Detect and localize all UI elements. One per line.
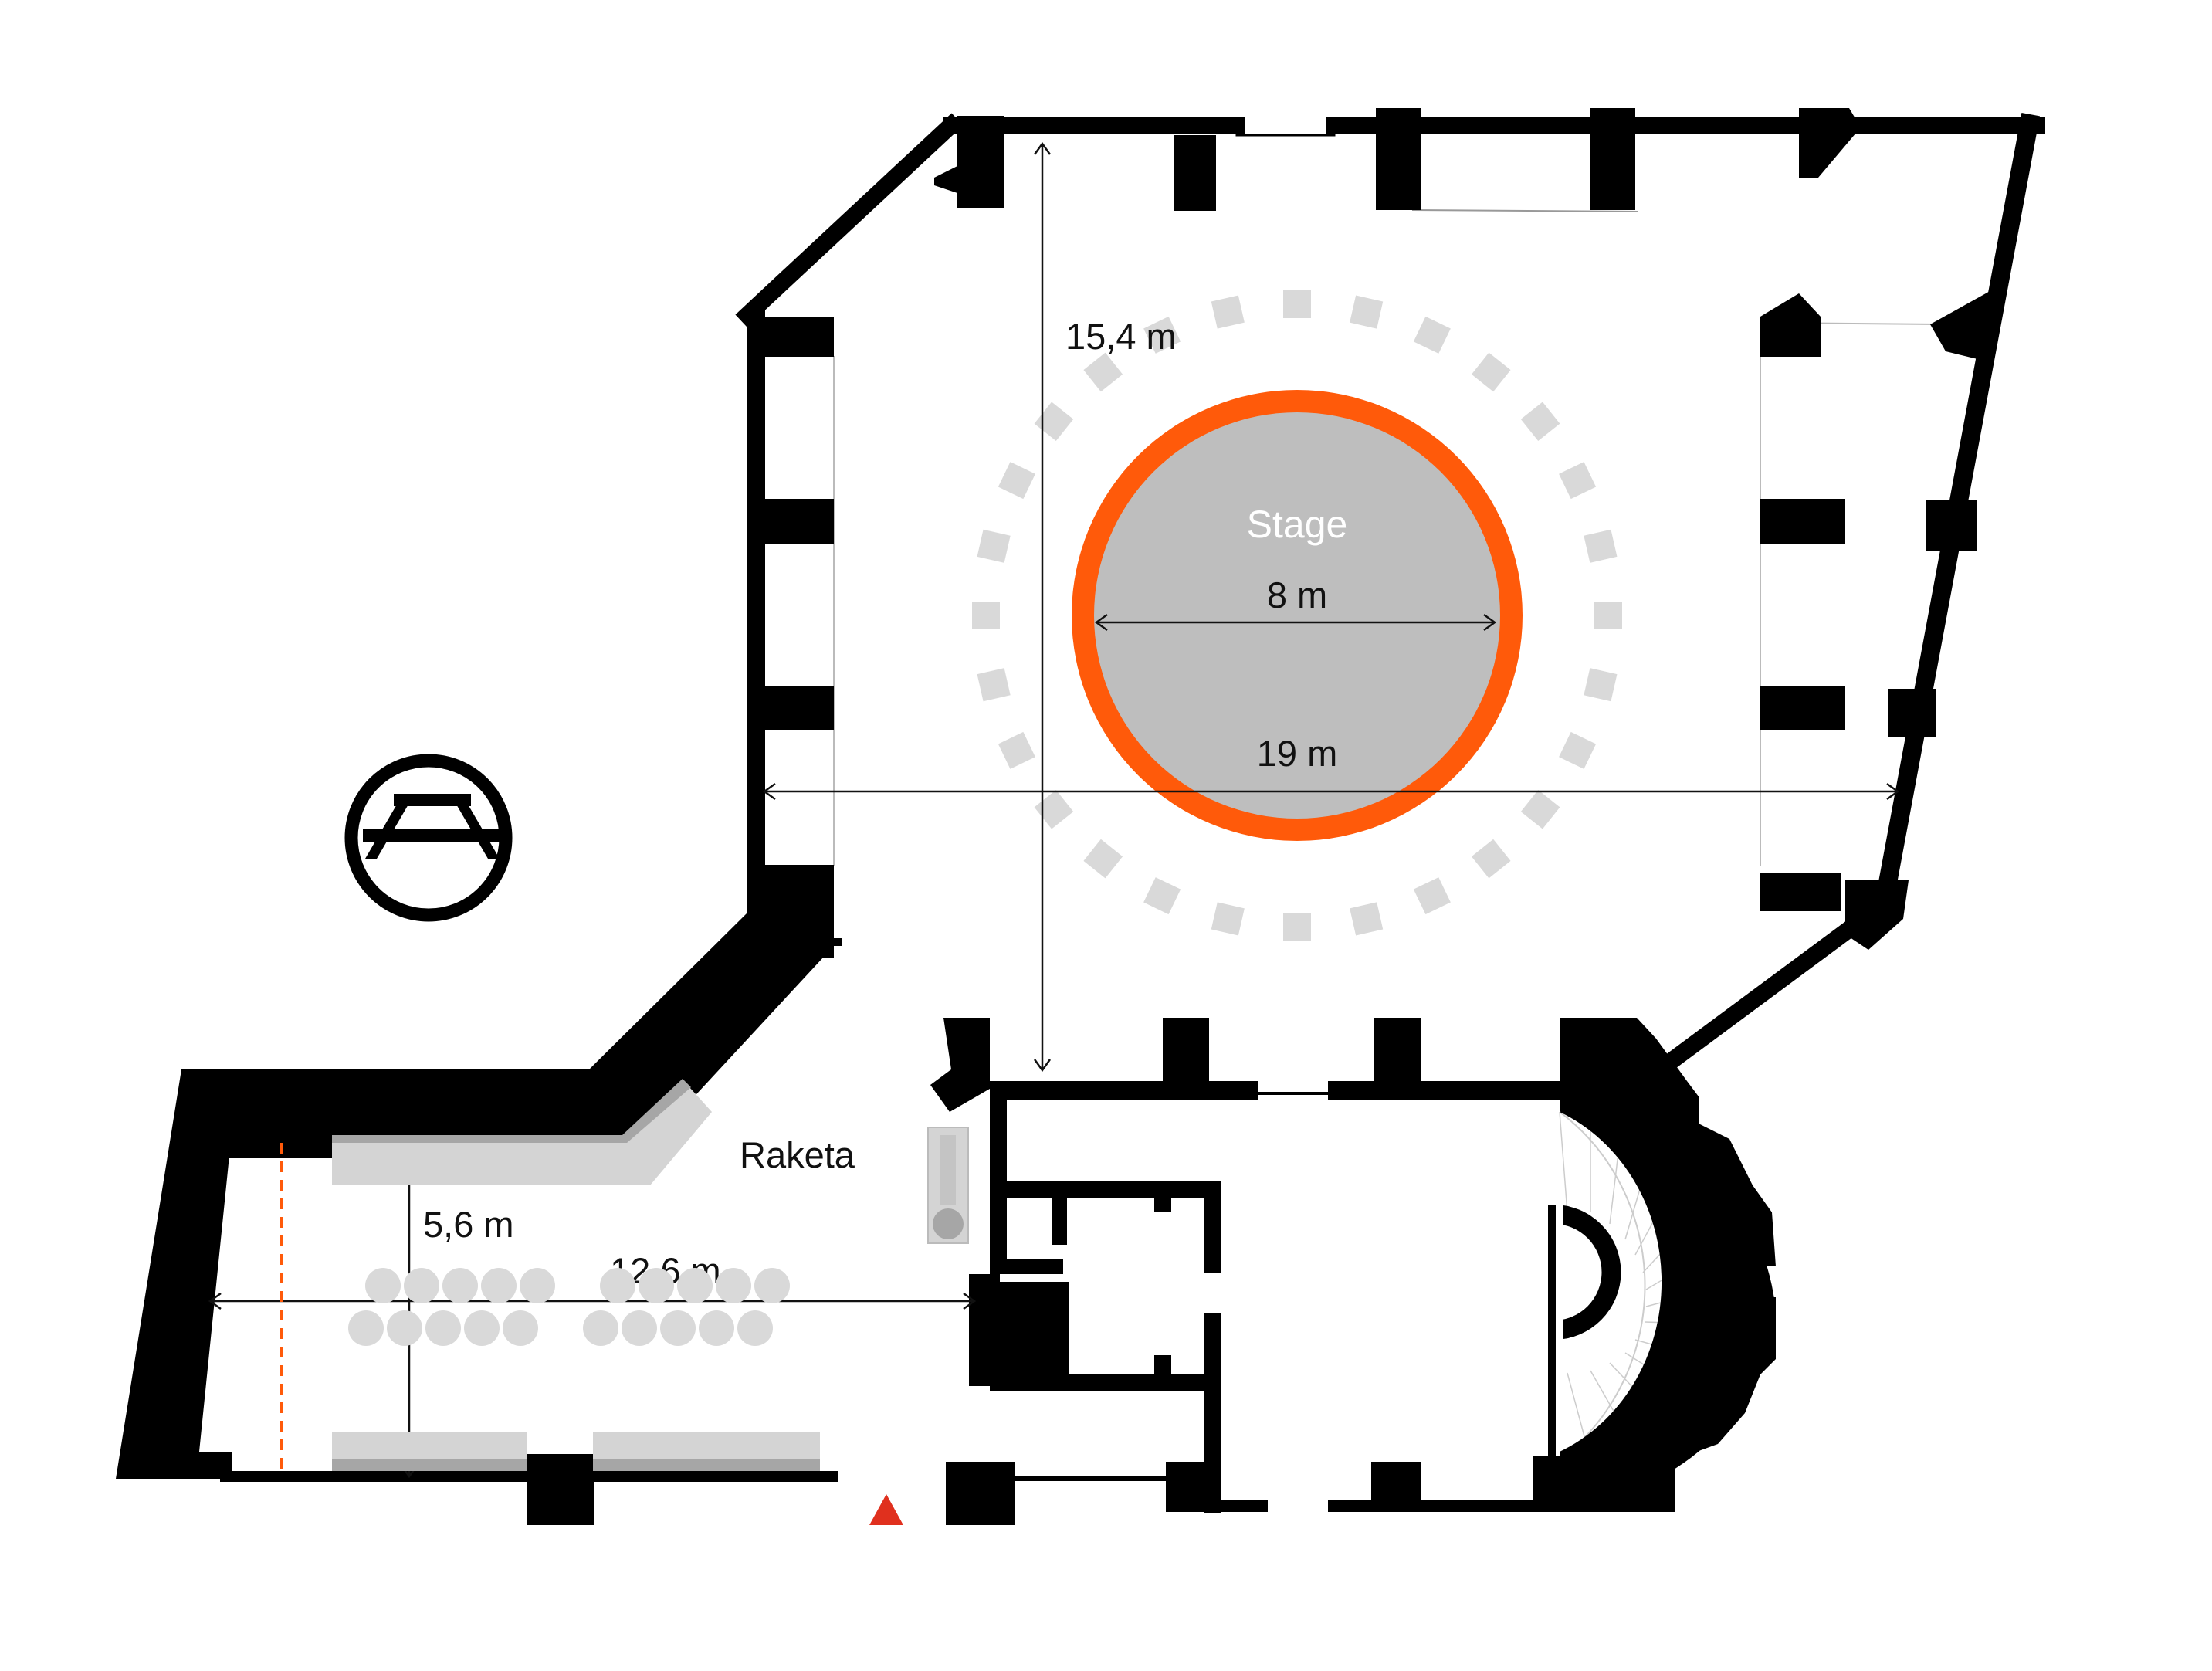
raketa-depth-label: 5,6 m bbox=[423, 1204, 514, 1245]
stage-label: Stage bbox=[1247, 503, 1348, 546]
seat bbox=[600, 1268, 635, 1303]
audience-marker bbox=[1034, 789, 1074, 829]
seat bbox=[464, 1310, 500, 1346]
seat bbox=[583, 1310, 618, 1346]
seat bbox=[348, 1310, 384, 1346]
seat bbox=[716, 1268, 751, 1303]
audience-marker bbox=[1471, 352, 1511, 392]
audience-marker bbox=[1083, 839, 1123, 879]
audience-marker bbox=[1211, 902, 1245, 936]
seat bbox=[425, 1310, 461, 1346]
wall-piers bbox=[747, 108, 2000, 958]
audience-marker bbox=[1559, 462, 1597, 500]
audience-marker bbox=[1471, 839, 1511, 879]
audience-marker bbox=[1413, 877, 1451, 915]
audience-marker bbox=[1594, 602, 1622, 629]
seat bbox=[677, 1268, 713, 1303]
audience-seats bbox=[348, 1268, 790, 1346]
seat bbox=[442, 1268, 478, 1303]
seat bbox=[503, 1310, 538, 1346]
seat bbox=[481, 1268, 517, 1303]
spiral-staircase bbox=[1548, 1081, 1776, 1502]
hall-depth-label: 15,4 m bbox=[1065, 316, 1177, 357]
seat bbox=[660, 1310, 696, 1346]
seat bbox=[639, 1268, 674, 1303]
bar-stool bbox=[933, 1208, 964, 1239]
entrance-triangle-icon bbox=[869, 1494, 903, 1525]
audience-marker bbox=[1283, 290, 1311, 318]
audience-marker bbox=[1520, 402, 1560, 442]
audience-marker bbox=[1413, 316, 1451, 354]
audience-marker bbox=[977, 529, 1011, 563]
audience-marker bbox=[1143, 316, 1181, 354]
hall-width-label: 19 m bbox=[1257, 733, 1338, 774]
audience-marker bbox=[1211, 295, 1245, 329]
audience-marker bbox=[1083, 352, 1123, 392]
seat bbox=[622, 1310, 657, 1346]
audience-marker bbox=[1350, 295, 1384, 329]
seat bbox=[387, 1310, 422, 1346]
dimension-lines bbox=[208, 141, 1900, 1479]
audience-marker bbox=[1520, 789, 1560, 829]
audience-marker bbox=[1584, 668, 1618, 702]
audience-marker bbox=[998, 462, 1035, 500]
seat bbox=[754, 1268, 790, 1303]
raketa-interior: Raketa bbox=[280, 1079, 969, 1475]
seat bbox=[520, 1268, 555, 1303]
stage: Stage bbox=[1072, 390, 1523, 841]
audience-marker bbox=[1584, 529, 1618, 563]
audience-marker bbox=[977, 668, 1011, 702]
audience-marker bbox=[1034, 402, 1074, 442]
seat bbox=[737, 1310, 773, 1346]
seat bbox=[404, 1268, 439, 1303]
audience-marker bbox=[1350, 902, 1384, 936]
audience-marker bbox=[1559, 731, 1597, 769]
audience-marker bbox=[1143, 877, 1181, 915]
audience-marker bbox=[972, 602, 1000, 629]
audience-seating-ring bbox=[972, 290, 1622, 941]
seat bbox=[699, 1310, 734, 1346]
audience-marker bbox=[1283, 913, 1311, 941]
picnic-table-icon bbox=[344, 754, 513, 922]
stage-floor bbox=[1094, 412, 1500, 819]
raketa-label: Raketa bbox=[740, 1134, 855, 1175]
stage-diameter-label: 8 m bbox=[1267, 575, 1327, 615]
upper-bench bbox=[332, 1087, 712, 1185]
audience-marker bbox=[998, 731, 1035, 769]
seat bbox=[365, 1268, 401, 1303]
